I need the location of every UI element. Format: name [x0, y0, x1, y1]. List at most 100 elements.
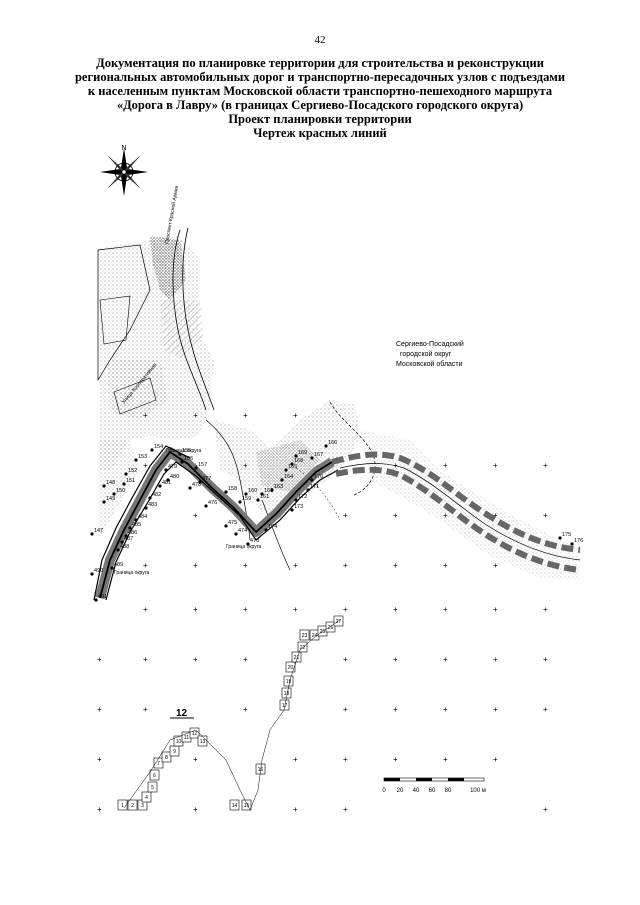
- sheet-box-label-9: 9: [173, 749, 176, 755]
- point-marker-474: [234, 532, 238, 536]
- point-label-482: 482: [152, 492, 161, 498]
- point-label-172: 172: [298, 494, 307, 500]
- point-label-154: 154: [154, 444, 163, 450]
- point-marker-482: [148, 496, 152, 500]
- point-label-474: 474: [238, 528, 247, 534]
- point-label-158: 158: [228, 486, 237, 492]
- point-label-171: 171: [310, 484, 319, 490]
- point-marker-487: [120, 540, 124, 544]
- point-marker-172: [294, 498, 298, 502]
- sheet-box-label-4: 4: [145, 795, 148, 801]
- sheet-box-5: [147, 781, 158, 793]
- svg-text:+: +: [543, 605, 548, 614]
- point-label-491: 491: [98, 594, 107, 600]
- point-marker-486: [124, 534, 128, 538]
- point-markers: 1471481491501511521531541551561571581591…: [90, 440, 583, 602]
- svg-text:+: +: [493, 705, 498, 714]
- point-marker-155: [178, 452, 182, 456]
- svg-text:+: +: [97, 805, 102, 814]
- sheet-box-21: [291, 651, 302, 663]
- svg-text:+: +: [393, 511, 398, 520]
- svg-text:+: +: [243, 655, 248, 664]
- svg-text:+: +: [193, 605, 198, 614]
- point-marker-479: [164, 468, 168, 472]
- svg-text:+: +: [443, 705, 448, 714]
- svg-text:Московской области: Московской области: [396, 360, 463, 368]
- sheet-box-17: [279, 699, 290, 711]
- svg-text:+: +: [243, 411, 248, 420]
- sheet-box-16: [255, 763, 266, 775]
- point-marker-488: [116, 548, 120, 552]
- sheet-box-label-24: 24: [312, 633, 318, 639]
- point-marker-149: [102, 500, 106, 504]
- point-label-483: 483: [148, 502, 157, 508]
- point-marker-170: [310, 478, 314, 482]
- point-label-160: 160: [248, 488, 257, 494]
- sheet-box-label-8: 8: [165, 755, 168, 761]
- svg-text:+: +: [293, 561, 298, 570]
- compass-north-label: N: [121, 145, 126, 152]
- point-marker-480: [166, 478, 170, 482]
- svg-text:+: +: [443, 605, 448, 614]
- point-label-147: 147: [94, 528, 103, 534]
- scale-label: 40: [413, 788, 420, 794]
- street-label: Проспект Красной Армии: [163, 185, 180, 244]
- scale-label: 20: [397, 788, 404, 794]
- point-marker-154: [150, 448, 154, 452]
- point-marker-475: [224, 524, 228, 528]
- sheet-box-14: [229, 799, 240, 811]
- svg-text:+: +: [493, 605, 498, 614]
- point-label-167: 167: [314, 452, 323, 458]
- street-label: Граница округа: [114, 570, 149, 576]
- point-label-152: 152: [128, 468, 137, 474]
- sheet-box-label-10: 10: [176, 739, 182, 745]
- point-marker-473: [246, 542, 250, 546]
- point-label-475: 475: [228, 520, 237, 526]
- sheet-box-label-15: 15: [244, 803, 250, 809]
- point-marker-485: [128, 526, 132, 530]
- sheet-box-label-2: 2: [131, 803, 134, 809]
- svg-text:+: +: [343, 605, 348, 614]
- point-marker-173: [290, 508, 294, 512]
- sheet-box-label-23: 23: [302, 633, 308, 639]
- scale-label: 80: [445, 788, 452, 794]
- point-marker-147: [90, 532, 94, 536]
- svg-text:городской округ: городской округ: [400, 350, 452, 358]
- point-marker-151: [122, 482, 126, 486]
- svg-text:+: +: [193, 511, 198, 520]
- svg-text:+: +: [97, 655, 102, 664]
- point-marker-168: [290, 462, 294, 466]
- point-marker-174: [264, 528, 268, 532]
- sheet-box-label-3: 3: [141, 803, 144, 809]
- point-marker-152: [124, 472, 128, 476]
- scale-label: 60: [429, 788, 436, 794]
- point-label-478: 478: [192, 482, 201, 488]
- svg-text:+: +: [443, 561, 448, 570]
- sheet-marker: 12: [176, 708, 188, 719]
- point-marker-165: [284, 468, 288, 472]
- svg-text:+: +: [243, 461, 248, 470]
- point-label-173: 173: [294, 504, 303, 510]
- svg-text:+: +: [193, 805, 198, 814]
- point-label-166: 166: [328, 440, 337, 446]
- svg-text:+: +: [543, 461, 548, 470]
- point-label-155: 155: [182, 448, 191, 454]
- svg-text:+: +: [343, 561, 348, 570]
- point-label-162: 162: [264, 488, 273, 494]
- sheet-box-15: [241, 799, 252, 811]
- sheet-box-23: [299, 629, 310, 641]
- sheet-box-19: [283, 675, 294, 687]
- svg-text:+: +: [243, 705, 248, 714]
- point-marker-489: [110, 566, 114, 570]
- svg-text:+: +: [243, 561, 248, 570]
- svg-text:+: +: [543, 705, 548, 714]
- point-marker-477: [198, 480, 202, 484]
- point-label-175: 175: [562, 532, 571, 538]
- point-marker-157: [194, 466, 198, 470]
- svg-text:+: +: [243, 605, 248, 614]
- svg-text:+: +: [493, 561, 498, 570]
- point-label-153: 153: [138, 454, 147, 460]
- sheet-box-4: [141, 791, 152, 803]
